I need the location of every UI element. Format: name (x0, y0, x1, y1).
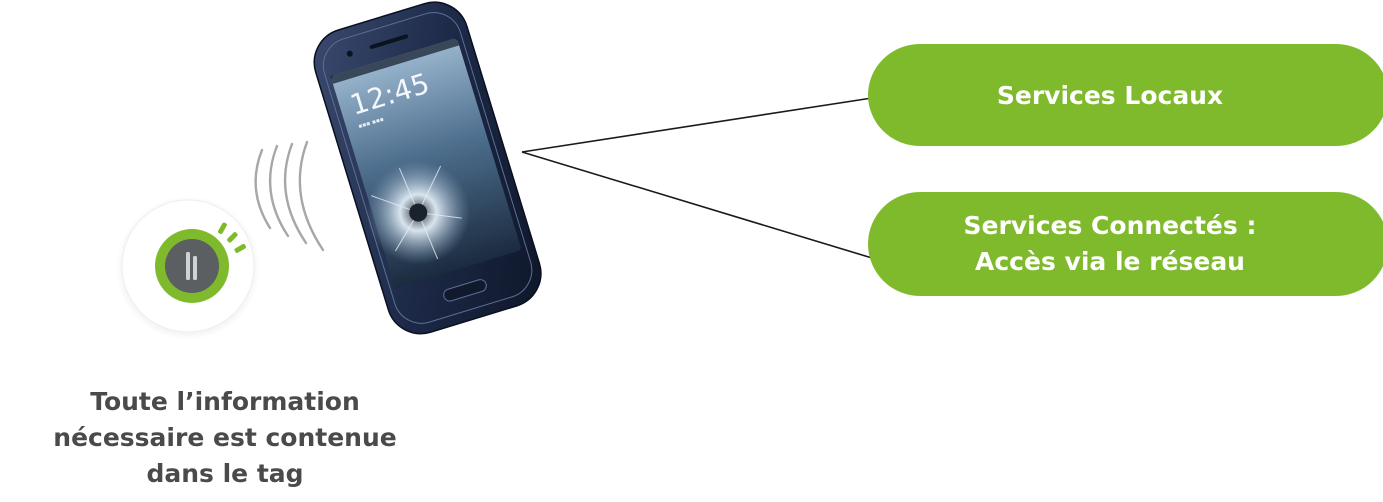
local-services-node: Services Locaux (868, 44, 1383, 146)
connector-line-local (522, 98, 872, 152)
connected-services-node: Services Connectés : Accès via le réseau (868, 192, 1383, 296)
smartphone-icon: 12:45 ▪▪▪ ▪▪▪ (306, 0, 549, 342)
caption-line-2: nécessaire est contenue (0, 420, 450, 456)
connected-services-label-line2: Accès via le réseau (975, 244, 1245, 280)
local-services-label: Services Locaux (997, 81, 1223, 110)
nfc-signal-waves-icon (256, 142, 323, 250)
connector-line-connected (522, 152, 872, 258)
nfc-tag-icon (116, 196, 260, 340)
connected-services-label-line1: Services Connectés : (964, 208, 1257, 244)
caption-line-3: dans le tag (0, 456, 450, 492)
caption-line-1: Toute l’information (0, 384, 450, 420)
tag-caption: Toute l’information nécessaire est conte… (0, 384, 450, 492)
